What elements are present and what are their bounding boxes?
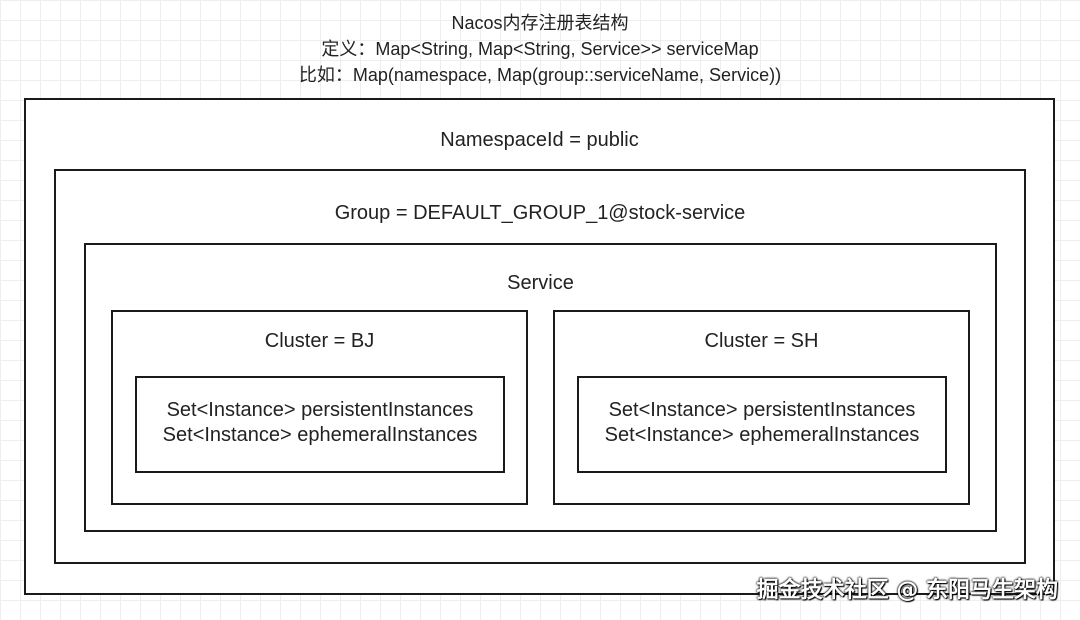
- instances-box-bj: Set<Instance> persistentInstances Set<In…: [135, 376, 505, 473]
- cluster-label-bj: Cluster = BJ: [264, 330, 375, 352]
- instances-box-sh: Set<Instance> persistentInstances Set<In…: [577, 376, 947, 473]
- namespace-box: NamespaceId = public Group = DEFAULT_GRO…: [24, 98, 1055, 595]
- persistent-instances-sh: Set<Instance> persistentInstances: [608, 399, 916, 421]
- diagram-definition: 定义：Map<String, Map<String, Service>> ser…: [321, 39, 759, 59]
- ephemeral-instances-bj: Set<Instance> ephemeralInstances: [162, 424, 478, 446]
- cluster-box-sh: Cluster = SH Set<Instance> persistentIns…: [553, 310, 970, 505]
- namespace-label: NamespaceId = public: [440, 129, 639, 151]
- diagram-title: Nacos内存注册表结构: [451, 13, 629, 33]
- diagram-header: Nacos内存注册表结构 定义：Map<String, Map<String, …: [0, 10, 1080, 88]
- cluster-box-bj: Cluster = BJ Set<Instance> persistentIns…: [111, 310, 528, 505]
- service-box: Service Cluster = BJ Set<Instance> persi…: [84, 243, 997, 532]
- persistent-instances-bj: Set<Instance> persistentInstances: [166, 399, 474, 421]
- group-label: Group = DEFAULT_GROUP_1@stock-service: [334, 202, 746, 224]
- group-box: Group = DEFAULT_GROUP_1@stock-service Se…: [54, 169, 1026, 564]
- diagram-example: 比如：Map(namespace, Map(group::serviceName…: [298, 65, 782, 85]
- service-label: Service: [507, 272, 574, 294]
- cluster-label-sh: Cluster = SH: [704, 330, 819, 352]
- watermark-text: 掘金技术社区 @ 东阳马生架构: [756, 578, 1058, 603]
- ephemeral-instances-sh: Set<Instance> ephemeralInstances: [604, 424, 920, 446]
